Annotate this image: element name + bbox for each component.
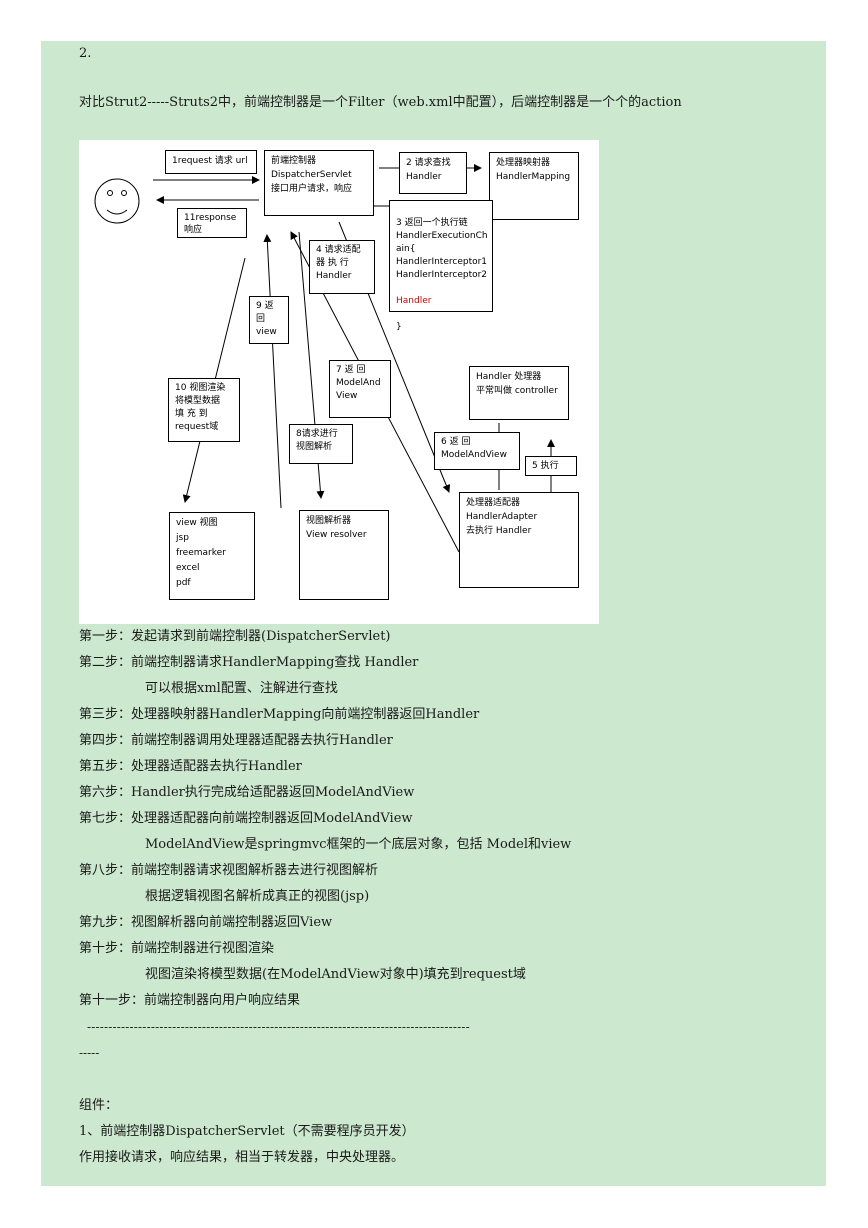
find-handler-label: 2 请求查找 Handler (399, 152, 467, 194)
render-view-label: 10 视图渲染 将模型数据 填 充 到 request域 (168, 378, 240, 442)
handler-adapter-box: 处理器适配器 HandlerAdapter 去执行 Handler (459, 492, 579, 588)
chain-handler-text: Handler (396, 296, 432, 306)
chain-end-text: } (396, 322, 402, 332)
return-modelandview-label: 7 返 回 ModelAnd View (329, 360, 391, 418)
step-10: 第十步：前端控制器进行视图渲染 (79, 941, 275, 956)
step-11: 第十一步：前端控制器向用户响应结果 (79, 993, 301, 1008)
view-box: view 视图 jsp freemarker excel pdf (169, 512, 255, 600)
return-view-label: 9 返 回 view (249, 296, 289, 344)
execution-chain-box: 3 返回一个执行链 HandlerExecutionCh ain{ Handle… (389, 200, 493, 332)
step-8: 第八步：前端控制器请求视图解析器去进行视图解析 (79, 863, 379, 878)
handler-box: Handler 处理器 平常叫做 controller (469, 366, 569, 420)
view-resolver-box: 视图解析器 View resolver (299, 510, 389, 600)
component-1: 1、前端控制器DispatcherServlet（不需要程序员开发） (79, 1124, 415, 1139)
step-7: 第七步：处理器适配器向前端控制器返回ModelAndView (79, 811, 413, 826)
handler-mapping-box: 处理器映射器 HandlerMapping (489, 152, 579, 220)
divider-line-1: ----------------------------------------… (87, 1020, 470, 1034)
dispatcher-servlet-box: 前端控制器 DispatcherServlet 接口用户请求，响应 (264, 150, 374, 216)
step-10-note: 视图渲染将模型数据(在ModelAndView对象中)填充到request域 (145, 967, 526, 982)
step-3: 第三步：处理器映射器HandlerMapping向前端控制器返回Handler (79, 707, 480, 722)
top-number: 2. (79, 46, 92, 61)
component-1-desc: 作用接收请求，响应结果，相当于转发器，中央处理器。 (79, 1150, 405, 1165)
response-label: 11response 响应 (177, 208, 247, 238)
step-5: 第五步：处理器适配器去执行Handler (79, 759, 302, 774)
request-label: 1request 请求 url (165, 150, 257, 174)
step-4: 第四步：前端控制器调用处理器适配器去执行Handler (79, 733, 393, 748)
divider-line-2: ----- (79, 1046, 100, 1060)
resolve-view-label: 8请求进行 视图解析 (289, 424, 353, 464)
components-title: 组件： (79, 1098, 119, 1113)
intro-text: 对比Strut2-----Struts2中，前端控制器是一个Filter（web… (79, 95, 682, 110)
step-7-note: ModelAndView是springmvc框架的一个底层对象，包括 Model… (145, 837, 572, 852)
step-2: 第二步：前端控制器请求HandlerMapping查找 Handler (79, 655, 419, 670)
adapt-request-label: 4 请求适配 器 执 行 Handler (309, 240, 375, 294)
springmvc-flow-diagram: 1request 请求 url 11response 响应 前端控制器 Disp… (79, 140, 599, 624)
step-6: 第六步：Handler执行完成给适配器返回ModelAndView (79, 785, 415, 800)
execute-5-label: 5 执行 (525, 456, 577, 476)
user-face-icon (94, 178, 140, 224)
chain-text: 3 返回一个执行链 HandlerExecutionCh ain{ Handle… (396, 218, 488, 280)
return-mav-6-label: 6 返 回 ModelAndView (434, 432, 520, 470)
step-1: 第一步：发起请求到前端控制器(DispatcherServlet) (79, 629, 391, 644)
step-9: 第九步：视图解析器向前端控制器返回View (79, 915, 333, 930)
step-8-note: 根据逻辑视图名解析成真正的视图(jsp) (145, 889, 370, 904)
step-2-note: 可以根据xml配置、注解进行查找 (145, 681, 338, 696)
